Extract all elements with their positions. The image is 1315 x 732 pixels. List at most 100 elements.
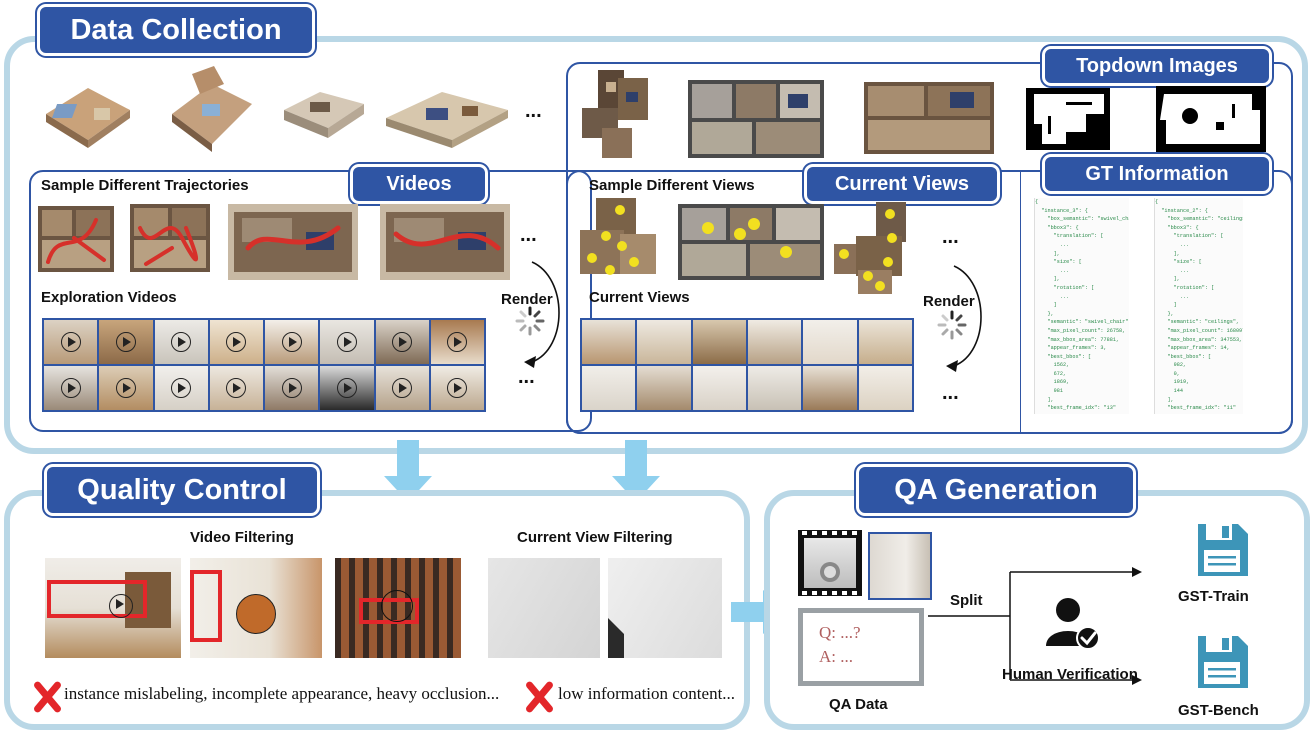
- house-model-1: [38, 74, 138, 150]
- video-frame[interactable]: [44, 320, 98, 364]
- view-frame[interactable]: [858, 320, 912, 364]
- video-frame[interactable]: [209, 320, 263, 364]
- trajectory-thumb-1: [34, 198, 118, 278]
- play-icon: [109, 594, 133, 618]
- ellipsis-models: ...: [525, 100, 542, 122]
- view-frame[interactable]: [637, 366, 691, 410]
- qa-answer: A: ...: [819, 647, 853, 666]
- video-frame[interactable]: [265, 366, 319, 410]
- current-views-box: [566, 170, 1022, 434]
- gt-json-right: { "instance_2": { "box_semantic": "ceili…: [1154, 198, 1243, 414]
- view-frame[interactable]: [803, 320, 857, 364]
- play-icon: [447, 378, 468, 398]
- house-model-3: [280, 80, 368, 140]
- current-views-tag: Current Views: [804, 164, 1000, 204]
- video-frame[interactable]: [154, 366, 208, 410]
- exploration-videos-label: Exploration Videos: [41, 289, 177, 306]
- current-view-filtering-label: Current View Filtering: [517, 529, 673, 546]
- filtered-view-2[interactable]: [608, 558, 722, 658]
- videos-tag: Videos: [350, 164, 488, 204]
- play-icon: [60, 378, 81, 398]
- render-label-right: Render: [923, 293, 975, 310]
- view-sample-plan-2: [678, 204, 824, 280]
- video-frame[interactable]: [209, 366, 263, 410]
- video-frame[interactable]: [154, 320, 208, 364]
- split-label: Split: [950, 592, 983, 609]
- view-frame[interactable]: [692, 320, 746, 364]
- play-icon: [226, 332, 247, 352]
- video-filter-reason: instance mislabeling, incomplete appeara…: [64, 684, 500, 703]
- current-view-grid: [580, 318, 914, 412]
- view-frame[interactable]: [637, 320, 691, 364]
- split-lines: [926, 560, 1146, 700]
- sample-views-label: Sample Different Views: [589, 177, 755, 194]
- topdown-plan-1: [578, 68, 658, 160]
- gt-json-left: { "instance_3": { "box_semantic": "swive…: [1034, 198, 1129, 414]
- play-icon: [281, 332, 302, 352]
- play-icon: [392, 332, 413, 352]
- play-icon: [226, 378, 247, 398]
- loading-spinner-right: [937, 310, 967, 340]
- trajectory-thumb-4: [380, 204, 510, 280]
- view-frame[interactable]: [582, 320, 636, 364]
- quality-control-title: Quality Control: [44, 464, 320, 516]
- video-frame[interactable]: [375, 320, 429, 364]
- reject-icon-video: [32, 680, 62, 714]
- human-verification-label: Human Verification: [1002, 666, 1138, 683]
- video-frame[interactable]: [320, 366, 374, 410]
- view-filter-reason: low information content...: [558, 684, 736, 703]
- reject-icon-view: [524, 680, 554, 714]
- play-icon: [115, 332, 136, 352]
- trajectory-thumb-3: [228, 204, 358, 280]
- video-frame[interactable]: [99, 366, 153, 410]
- play-icon: [171, 332, 192, 352]
- sample-trajectories-label: Sample Different Trajectories: [41, 177, 249, 194]
- video-filtering-label: Video Filtering: [190, 529, 294, 546]
- play-icon: [336, 378, 357, 398]
- play-icon: [115, 378, 136, 398]
- topdown-mask-1: [1026, 88, 1110, 150]
- house-model-4: [382, 82, 512, 148]
- play-icon: [171, 378, 192, 398]
- view-frame[interactable]: [582, 366, 636, 410]
- view-sample-plan-3: [830, 200, 912, 296]
- video-frame[interactable]: [430, 320, 484, 364]
- qa-data-card: Q: ...? A: ...: [798, 608, 924, 686]
- data-collection-title: Data Collection: [37, 4, 315, 56]
- video-frame[interactable]: [44, 366, 98, 410]
- gst-train-label: GST-Train: [1178, 588, 1249, 605]
- gst-bench-label: GST-Bench: [1178, 702, 1259, 719]
- qa-generation-title: QA Generation: [856, 464, 1136, 516]
- view-frame[interactable]: [747, 320, 802, 364]
- video-frame[interactable]: [320, 320, 374, 364]
- video-frame[interactable]: [265, 320, 319, 364]
- render-arc-right: [940, 262, 988, 374]
- topdown-images-tag: Topdown Images: [1042, 46, 1272, 86]
- play-icon: [60, 332, 81, 352]
- filtered-video-1[interactable]: [45, 558, 181, 658]
- view-frame[interactable]: [803, 366, 857, 410]
- house-model-2: [152, 64, 262, 156]
- gt-information-tag: GT Information: [1042, 154, 1272, 194]
- filtered-video-2[interactable]: [190, 558, 322, 658]
- view-frame[interactable]: [747, 366, 802, 410]
- current-views-label: Current Views: [589, 289, 690, 306]
- video-frame[interactable]: [99, 320, 153, 364]
- render-label-left: Render: [501, 291, 553, 308]
- view-frame[interactable]: [858, 366, 912, 410]
- ellipsis-render-left: ...: [518, 366, 535, 388]
- qa-data-label: QA Data: [829, 696, 888, 713]
- exploration-video-grid: [42, 318, 486, 412]
- save-icon-train: [1194, 520, 1250, 580]
- video-frame[interactable]: [430, 366, 484, 410]
- film-strip-icon: [798, 530, 862, 596]
- render-arc-left: [518, 258, 566, 370]
- loading-spinner-left: [515, 306, 545, 336]
- qa-view-thumb: [868, 532, 932, 600]
- filtered-view-1[interactable]: [488, 558, 600, 658]
- view-frame[interactable]: [692, 366, 746, 410]
- play-icon: [336, 332, 357, 352]
- filtered-video-3[interactable]: [335, 558, 461, 658]
- ellipsis-views: ...: [942, 226, 959, 248]
- video-frame[interactable]: [375, 366, 429, 410]
